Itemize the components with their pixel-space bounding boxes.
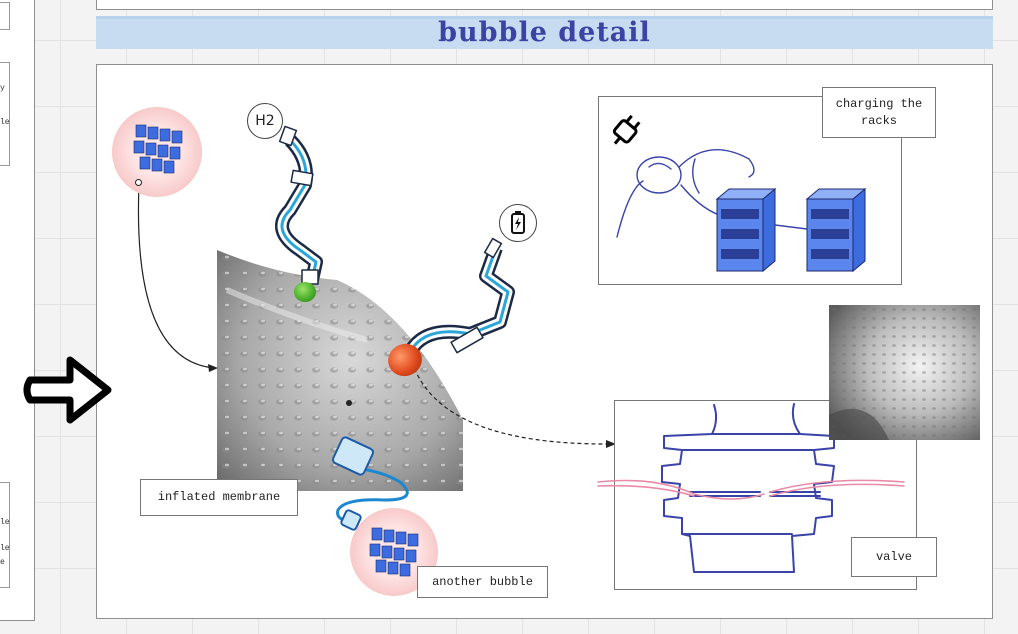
bubble-link-hose — [331, 436, 409, 531]
inflated-membrane-text: inflated membrane — [157, 490, 281, 504]
hydrogen-badge: H2 — [247, 103, 283, 139]
bubble-rack-icon-top[interactable] — [112, 107, 202, 197]
hydrogen-badge-text: H2 — [255, 113, 275, 129]
hydrogen-hose — [275, 125, 323, 285]
valve-label[interactable]: valve — [851, 537, 937, 577]
valve-interior-photo-art — [829, 305, 980, 440]
section-title-band: bubble detail — [96, 16, 993, 49]
valve-sketch-art — [597, 403, 905, 573]
bubble-link-dot — [135, 179, 142, 186]
left-note-2 — [0, 62, 10, 166]
inflated-membrane-label[interactable]: inflated membrane — [140, 479, 298, 516]
top-partial-frame[interactable] — [96, 0, 993, 10]
charging-racks-label[interactable]: charging the racks — [822, 87, 936, 138]
charging-racks-text: charging the racks — [835, 96, 923, 128]
valve-text: valve — [875, 549, 912, 564]
battery-charging-icon — [499, 204, 537, 242]
left-fragment-2: y — [0, 84, 5, 93]
section-title: bubble detail — [438, 17, 651, 48]
left-fragment-5: le — [0, 544, 10, 553]
plug-icon — [612, 114, 641, 145]
another-bubble-label[interactable]: another bubble — [417, 566, 548, 598]
arrow-right-icon — [23, 356, 112, 424]
hydrogen-port[interactable] — [294, 282, 316, 302]
charging-sketch-art — [616, 149, 867, 273]
left-fragment-4: le — [0, 518, 10, 527]
left-fragment-3: le — [0, 118, 10, 127]
membrane-photo[interactable] — [217, 250, 463, 491]
valve-interior-photo[interactable] — [829, 305, 980, 440]
left-fragment-6: e — [0, 558, 5, 567]
battery-hose — [403, 237, 515, 356]
membrane-photo-art — [217, 250, 463, 491]
left-note-3 — [0, 482, 10, 588]
rack-cluster-icon — [369, 527, 419, 577]
another-bubble-text: another bubble — [432, 574, 533, 589]
rack-cluster-icon — [133, 124, 183, 174]
left-note-1 — [0, 2, 10, 30]
